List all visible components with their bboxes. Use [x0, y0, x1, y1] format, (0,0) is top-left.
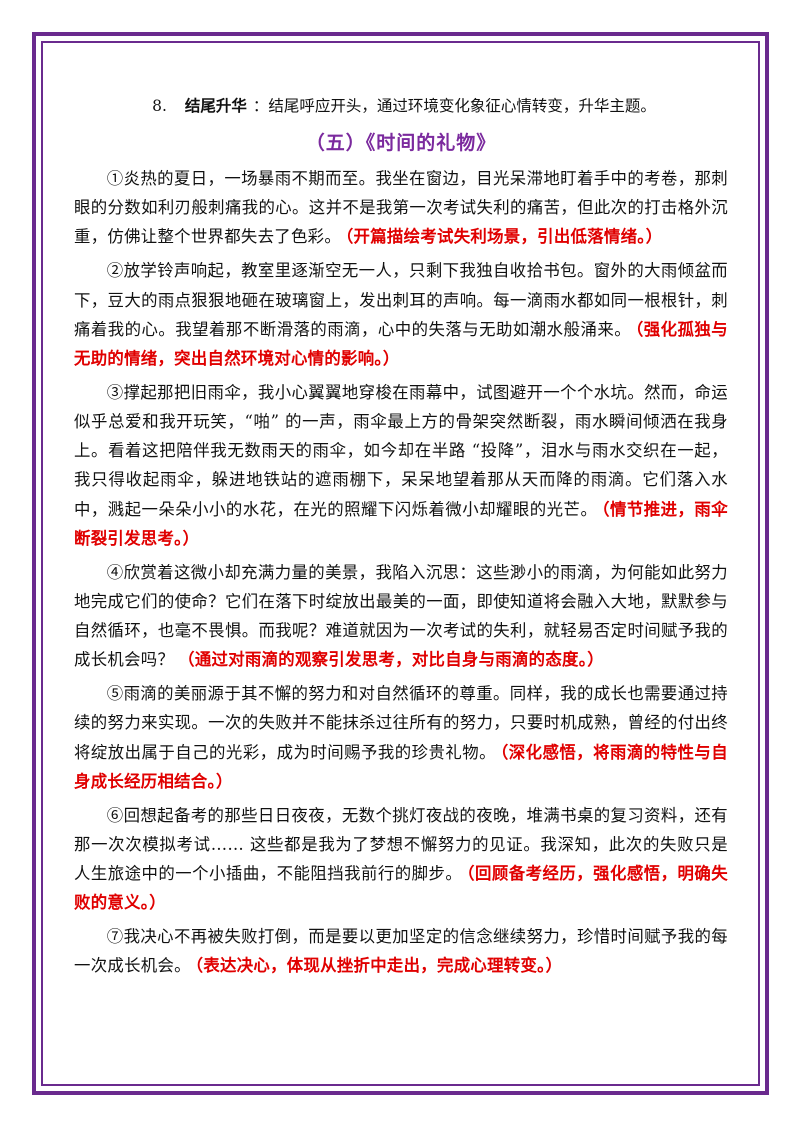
annotation-note: （回顾备考经历，强化感悟，明确失败的意义。） [74, 864, 728, 913]
paragraph-2: ②放学铃声响起，教室里逐渐空无一人，只剩下我独自收拾书包。窗外的大雨倾盆而下，豆… [74, 256, 728, 373]
summary-text: ：结尾呼应开头，通过环境变化象征心情转变，升华主题。 [252, 97, 656, 115]
paragraph-text: ⑥回想起备考的那些日日夜夜，无数个挑灯夜战的夜晚，堆满书桌的复习资料，还有那一次… [74, 805, 728, 884]
paragraph-3: ③撑起那把旧雨伞，我小心翼翼地穿梭在雨幕中，试图避开一个个水坑。然而，命运似乎总… [74, 378, 728, 553]
paragraph-text: ①炎热的夏日，一场暴雨不期而至。我坐在窗边，目光呆滞地盯着手中的考卷，那刺眼的分… [74, 169, 728, 247]
annotation-note: （表达决心，体现从挫折中走出，完成心理转变。） [194, 956, 563, 976]
paragraph-text: ⑦我决心不再被失败打倒，而是要以更加坚定的信念继续努力，珍惜时间赋予我的每一次成… [74, 927, 728, 976]
annotation-note: （情节推进，雨伞断裂引发思考。） [74, 499, 728, 548]
annotation-note: （强化孤独与无助的情绪，突出自然环境对心情的影响。） [74, 319, 728, 368]
annotation-note: （通过对雨滴的观察引发思考，对比自身与雨滴的态度。） [178, 650, 604, 670]
annotation-note: （开篇描绘考试失利场景，引出低落情绪。） [345, 227, 663, 247]
summary-keyword: 结尾升华 [184, 96, 247, 115]
paragraph-7: ⑦我决心不再被失败打倒，而是要以更加坚定的信念继续努力，珍惜时间赋予我的每一次成… [74, 922, 728, 980]
paragraph-text: ③撑起那把旧雨伞，我小心翼翼地穿梭在雨幕中，试图避开一个个水坑。然而，命运似乎总… [74, 382, 728, 519]
paragraph-1: ①炎热的夏日，一场暴雨不期而至。我坐在窗边，目光呆滞地盯着手中的考卷，那刺眼的分… [74, 164, 728, 252]
summary-number: 8. [152, 97, 167, 115]
paragraph-4: ④欣赏着这微小却充满力量的美景，我陷入沉思：这些渺小的雨滴，为何能如此努力地完成… [74, 558, 728, 675]
paragraph-5: ⑤雨滴的美丽源于其不懈的努力和对自然循环的尊重。同样，我的成长也需要通过持续的努… [74, 679, 728, 796]
paragraph-6: ⑥回想起备考的那些日日夜夜，无数个挑灯夜战的夜晚，堆满书桌的复习资料，还有那一次… [74, 801, 728, 918]
page-border-inner [41, 41, 760, 1086]
summary-line: 8. 结尾升华 ：结尾呼应开头，通过环境变化象征心情转变，升华主题。 [74, 92, 728, 120]
document-body: 8. 结尾升华 ：结尾呼应开头，通过环境变化象征心情转变，升华主题。 （五）《时间的… [74, 92, 728, 985]
paragraph-text: ④欣赏着这微小却充满力量的美景，我陷入沉思：这些渺小的雨滴，为何能如此努力地完成… [74, 562, 728, 670]
essay-title: （五）《时间的礼物》 [305, 132, 497, 154]
paragraph-text: ⑤雨滴的美丽源于其不懈的努力和对自然循环的尊重。同样，我的成长也需要通过持续的努… [74, 684, 728, 762]
paragraph-text: ②放学铃声响起，教室里逐渐空无一人，只剩下我独自收拾书包。窗外的大雨倾盆而下，豆… [74, 261, 728, 339]
annotation-note: （深化感悟，将雨滴的特性与自身成长经历相结合。） [74, 742, 729, 791]
page-border-outer [32, 32, 769, 1095]
